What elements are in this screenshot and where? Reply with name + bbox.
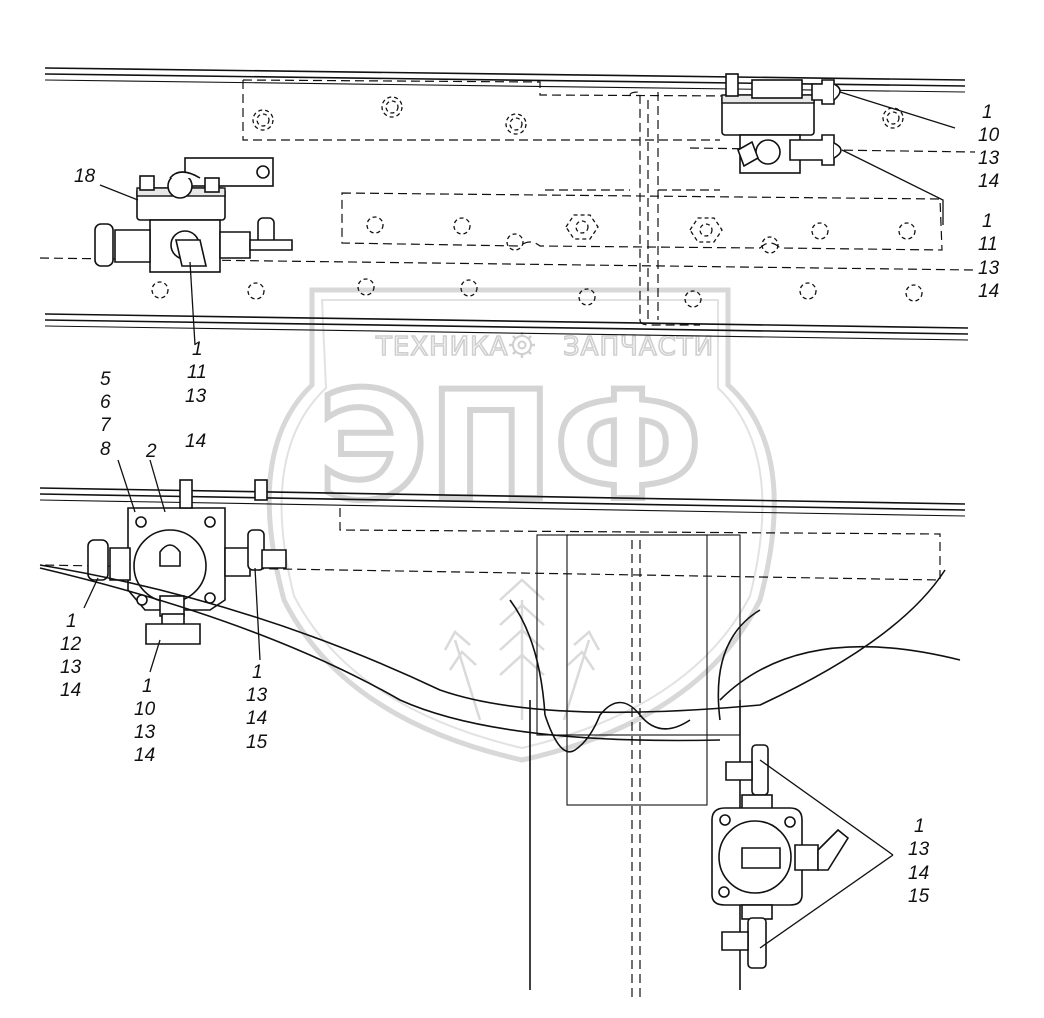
callout-number: 13	[60, 657, 82, 678]
callout-number: 1	[982, 211, 993, 232]
callout-group-mid-bottom-outlet: 1 10 13 14	[134, 676, 156, 766]
watermark-brand-right: ЗАПЧАСТИ	[563, 332, 714, 362]
callout-item-18: 18	[74, 166, 96, 187]
callout-number: 1	[982, 102, 993, 123]
watermark-logo-letters: ЭПФ	[318, 360, 702, 534]
callout-number: 13	[978, 258, 1000, 279]
callout-number: 11	[187, 362, 207, 383]
callout-group-top-right-b: 1 11 13 14	[978, 211, 1000, 302]
callout-number: 11	[978, 234, 998, 255]
hidden-crossmember-column	[545, 91, 720, 326]
watermark-shield-outline	[266, 287, 777, 763]
leader-lines	[83, 91, 956, 949]
callout-number: 13	[908, 839, 930, 860]
callout-group-mid-right-outlet: 1 13 14 15	[246, 662, 268, 753]
callout-group-mid-left-outlet: 1 12 13 14	[60, 611, 82, 701]
callout-group-bottom-right: 1 13 14 15	[908, 816, 930, 907]
valve-top-right	[721, 73, 842, 174]
callout-number: 13	[978, 148, 1000, 169]
callout-number: 14	[908, 863, 929, 884]
callout-number: 5	[100, 369, 111, 390]
callout-number: 15	[246, 732, 268, 753]
callout-number: 6	[100, 392, 111, 413]
watermark-brand-left: ТЕХНИКА	[375, 332, 508, 362]
callout-number: 14	[60, 680, 81, 701]
callout-group-mid-left: 5 6 7 8	[100, 369, 112, 460]
callout-number: 10	[134, 699, 156, 720]
watermark: ТЕХНИКА ЗАПЧАСТИ ЭПФ	[266, 287, 777, 763]
callout-group-top-right-a: 1 10 13 14	[978, 102, 1000, 192]
callout-number: 10	[978, 125, 1000, 146]
watermark-shield-inner	[280, 299, 764, 750]
hidden-bracket-middle	[151, 192, 943, 308]
callout-number: 1	[252, 662, 263, 683]
callout-number: 8	[100, 439, 111, 460]
hex-nut-icon	[565, 214, 723, 243]
callout-number: 13	[185, 386, 207, 407]
hidden-bracket-upper	[242, 79, 904, 141]
callout-number: 14	[185, 431, 206, 452]
watermark-wheat-icon	[443, 578, 601, 721]
callout-number: 14	[978, 281, 999, 302]
callout-number: 13	[246, 685, 268, 706]
callout-number: 14	[978, 171, 999, 192]
callout-group-left-valve: 1 11 13 14	[185, 339, 207, 452]
valve-bottom-right	[711, 744, 850, 969]
callout-number: 14	[134, 745, 155, 766]
callout-number: 7	[100, 415, 112, 436]
callout-number: 12	[60, 634, 82, 655]
callout-number: 1	[192, 339, 203, 360]
callout-item-2: 2	[145, 441, 157, 462]
valve-upper-left	[94, 157, 293, 273]
callout-number: 13	[134, 722, 156, 743]
watermark-gear-icon	[509, 332, 535, 358]
callout-number: 15	[908, 886, 930, 907]
callout-number: 1	[142, 676, 153, 697]
callout-number: 1	[914, 816, 925, 837]
callout-number: 1	[66, 611, 77, 632]
valve-mid-left	[87, 479, 287, 645]
callout-number: 14	[246, 708, 267, 729]
